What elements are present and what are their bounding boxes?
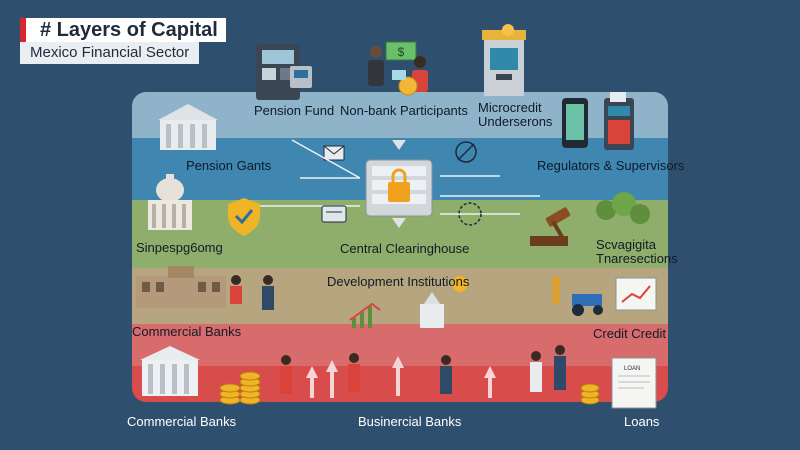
atm-machine-icon bbox=[256, 44, 312, 100]
label-loans: Loans bbox=[624, 414, 660, 429]
label-businercial-banks: Businercial Banks bbox=[358, 414, 462, 429]
label-microcredit: Microcredit Underserons bbox=[478, 100, 553, 129]
bank-building-icon bbox=[158, 104, 218, 150]
card-icon bbox=[321, 205, 347, 223]
label-non-bank: Non-bank Participants bbox=[340, 103, 468, 118]
label-regulators: Regulators & Supervisors bbox=[537, 158, 685, 173]
loan-doc-text: LOAN bbox=[624, 366, 640, 372]
bank-columns-icon bbox=[140, 346, 200, 396]
government-building-icon bbox=[136, 266, 226, 308]
tractor-icon bbox=[552, 276, 603, 316]
plant-icon bbox=[596, 192, 650, 224]
gavel-icon bbox=[530, 207, 571, 246]
envelope-icon bbox=[323, 145, 345, 161]
growth-chart-icon bbox=[349, 302, 381, 328]
capitol-building-icon bbox=[148, 174, 192, 230]
label-commercial-banks-mid: Commercial Banks bbox=[132, 324, 242, 339]
page-title: # Layers of Capital bbox=[20, 18, 226, 42]
phone-pos-icon bbox=[562, 92, 634, 150]
label-credit-credit: Credit Credit bbox=[593, 326, 666, 341]
label-commercial-banks-bottom: Commercial Banks bbox=[127, 414, 237, 429]
coin-stack-icon bbox=[219, 371, 261, 405]
loan-document-icon: LOAN bbox=[611, 357, 657, 409]
label-pension-gants: Pension Gants bbox=[186, 158, 272, 173]
kiosk-icon bbox=[482, 24, 526, 96]
people-arrows-icon bbox=[280, 345, 566, 398]
label-development: Development Institutions bbox=[327, 274, 470, 289]
coin-stack-right-icon bbox=[580, 383, 600, 405]
label-sinpespigong: Sinpespg6omg bbox=[136, 240, 223, 255]
label-scavapgita: Scvagigita Tnaresections bbox=[596, 237, 678, 266]
network-node-icon bbox=[455, 141, 477, 163]
label-central-clearinghouse: Central Clearinghouse bbox=[340, 241, 470, 256]
people-meeting-icon bbox=[230, 275, 274, 310]
layer-band-commercial bbox=[132, 324, 668, 366]
vault-server-icon bbox=[365, 140, 433, 228]
report-chart-icon bbox=[615, 277, 657, 311]
page-subtitle: Mexico Financial Sector bbox=[20, 42, 200, 64]
label-pension-fund: Pension Fund bbox=[254, 103, 335, 118]
people-cash-icon: $ bbox=[368, 41, 428, 96]
cash-symbol: $ bbox=[398, 45, 405, 59]
monument-icon bbox=[420, 276, 468, 328]
shield-check-icon bbox=[228, 198, 260, 236]
network-globe-icon bbox=[458, 202, 482, 226]
